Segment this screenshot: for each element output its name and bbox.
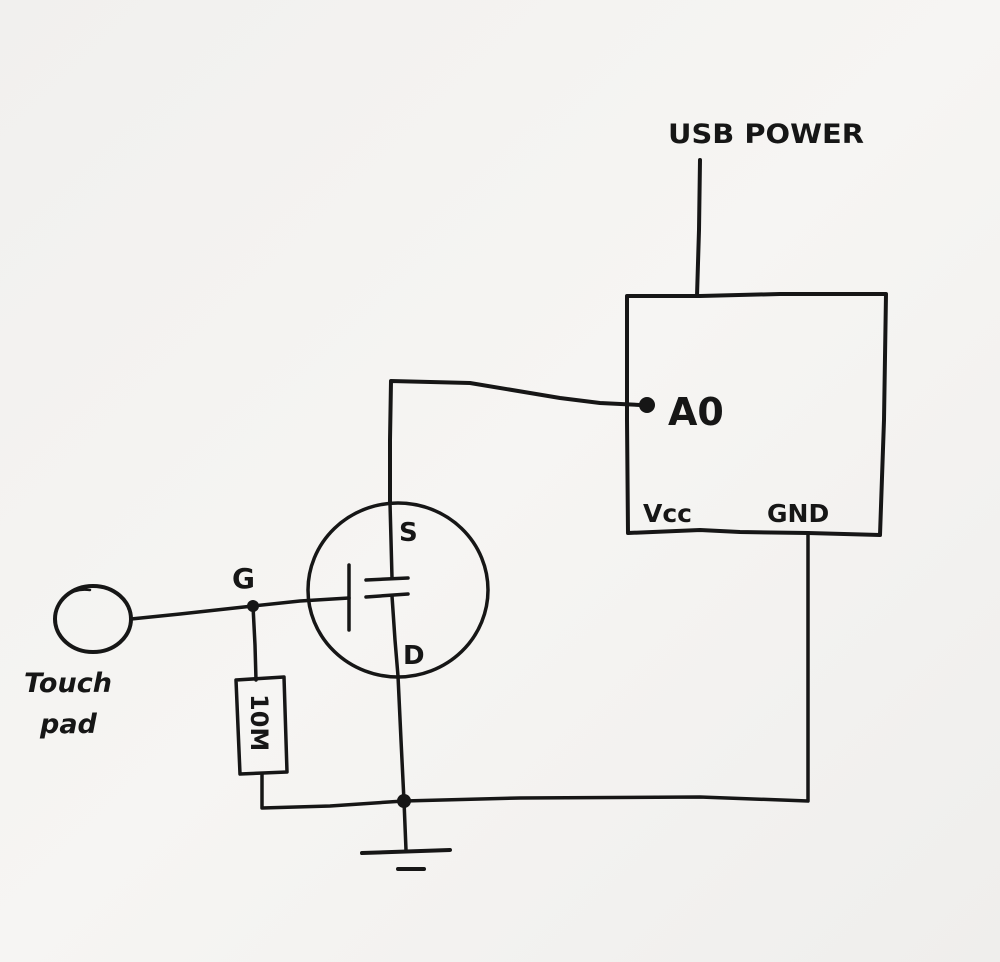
source-to-a0-wire	[388, 379, 642, 505]
pad-label: pad	[39, 709, 98, 740]
ground-bar-top	[360, 848, 452, 855]
drain-lead	[390, 594, 400, 678]
resistor-top-lead	[251, 604, 258, 682]
resistor-bottom-lead	[260, 772, 406, 810]
channel-line-bottom	[364, 592, 410, 599]
resistor-body	[234, 675, 289, 776]
usb-power-wire	[695, 158, 702, 298]
touch-label: Touch	[24, 668, 112, 699]
microcontroller-board	[625, 292, 888, 537]
usb-power-label: USB POWER	[668, 119, 864, 150]
a0-pin-label: A0	[668, 390, 724, 434]
touch-pad-highlight	[64, 588, 92, 598]
source-label: S	[399, 518, 418, 548]
resistor-value-label: 10M	[245, 694, 273, 751]
drain-to-ground-wire	[396, 674, 406, 803]
a0-pin-dot	[639, 397, 655, 413]
ground-stem	[402, 799, 408, 852]
gate-label: G	[232, 562, 255, 595]
gnd-label: GND	[767, 499, 829, 528]
vcc-label: Vcc	[643, 499, 692, 528]
channel-line-top	[364, 576, 410, 582]
drain-label: D	[403, 641, 425, 671]
source-lead	[388, 501, 394, 580]
ground-return-wire	[402, 533, 810, 803]
